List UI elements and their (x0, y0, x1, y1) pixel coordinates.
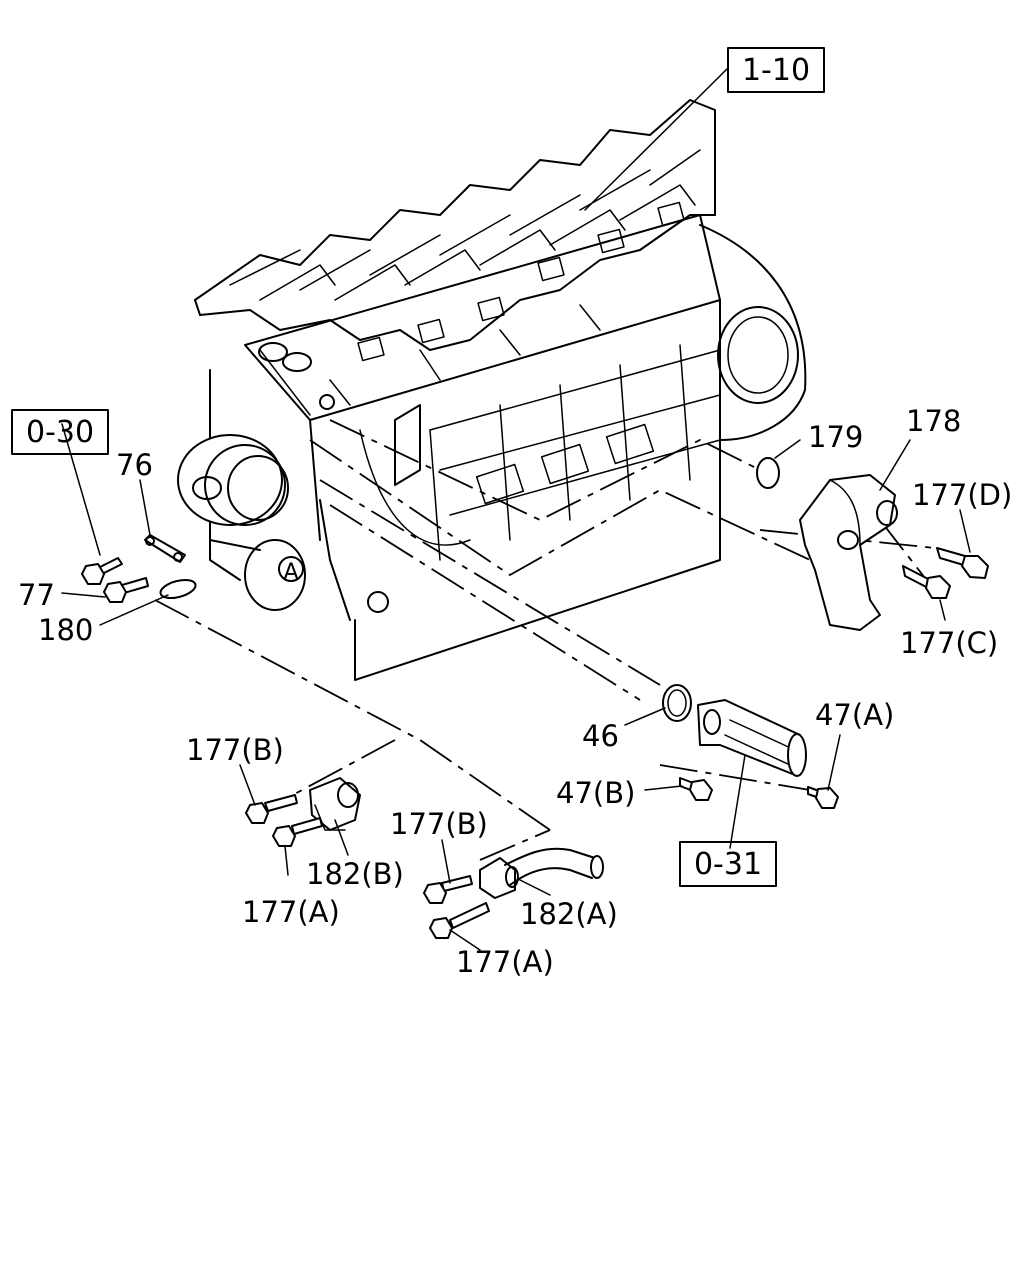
label-180: 180 (38, 613, 93, 647)
o-ring-46 (662, 684, 692, 722)
bolt-177c (902, 565, 951, 599)
pipe-182a (479, 847, 604, 899)
bolt-177d (936, 547, 989, 579)
bolt-177b-right (423, 875, 473, 904)
label-177d: 177(D) (912, 478, 1012, 512)
fitting-182b (309, 777, 361, 831)
bolt-77 (103, 577, 149, 603)
ref-box-0-31-label: 0-31 (694, 847, 762, 882)
engine-block (177, 99, 807, 681)
ref-box-1-10[interactable]: 1-10 (727, 47, 825, 93)
bolt-47a (807, 786, 839, 809)
ref-box-0-31[interactable]: 0-31 (679, 841, 777, 887)
bolt-177a-left (272, 817, 323, 847)
thermostat-housing (799, 474, 898, 631)
callout-labels: 76 77 180 179 178 177(D) 177(C) 46 47(A)… (18, 404, 1012, 979)
label-76: 76 (116, 448, 153, 482)
label-177b-left: 177(B) (186, 733, 284, 767)
label-77: 77 (18, 578, 55, 612)
circle-a-marker: A (278, 556, 304, 585)
bolt-top-left (81, 557, 123, 585)
bolt-177a-right (429, 902, 490, 939)
label-182b: 182(B) (306, 857, 404, 891)
label-47a: 47(A) (815, 698, 894, 732)
label-177a-left: 177(A) (242, 895, 340, 929)
bolt-47b (679, 777, 713, 801)
ref-box-0-30-label: 0-30 (26, 415, 94, 450)
o-ring-179 (756, 457, 780, 489)
circle-a-label: A (283, 560, 298, 585)
bolt-177b-left (245, 794, 298, 824)
bracket-76 (144, 534, 186, 563)
gasket-180 (159, 578, 197, 600)
label-46: 46 (582, 719, 619, 753)
ref-box-0-30[interactable]: 0-30 (11, 409, 109, 455)
label-178: 178 (906, 404, 961, 438)
label-177c: 177(C) (900, 626, 998, 660)
label-177a-right: 177(A) (456, 945, 554, 979)
ref-box-1-10-label: 1-10 (742, 53, 810, 88)
label-179: 179 (808, 420, 863, 454)
label-177b-right: 177(B) (390, 807, 488, 841)
label-47b: 47(B) (556, 776, 635, 810)
label-182a: 182(A) (520, 897, 618, 931)
callout-leaders (61, 67, 971, 951)
crank-pulley (177, 434, 289, 526)
water-pipe (697, 699, 807, 777)
